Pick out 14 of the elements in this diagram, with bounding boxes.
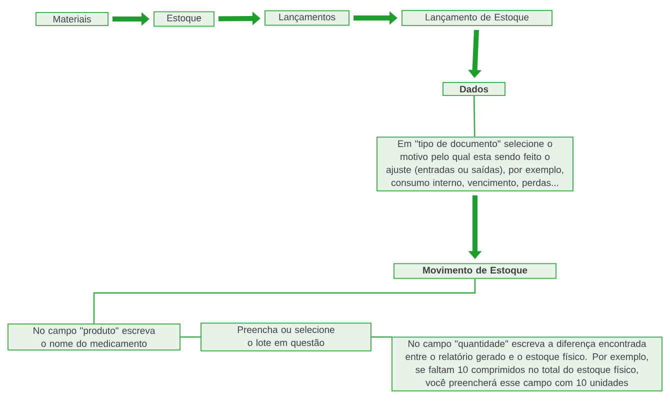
text-box: No campo "quantidade" escreva a diferença encontrada entre o relatório gerado e o estoque físico. Por exemplo, se faltam 10 comprimidos no total do estoque físico, você preencherá esse campo com 10 unidades bbox=[392, 336, 662, 392]
text-box: No campo "produto" escreva o nome do medicamento bbox=[8, 324, 180, 350]
text-box: Lançamento de Estoque bbox=[402, 10, 552, 26]
connector-line bbox=[93, 278, 476, 324]
text-box: Em "tipo de documento" selecione o motivo pelo qual esta sendo feito o ajuste (entradas ou saídas), por exemplo, consumo interno, vencimento, perdas... bbox=[376, 136, 574, 192]
text-box: Preencha ou selecione o lote em questão bbox=[200, 322, 372, 352]
text-box: Materiais bbox=[36, 12, 108, 26]
connector-line bbox=[180, 336, 200, 338]
text-box: Dados bbox=[442, 82, 506, 96]
text-box: Movimento de Estoque bbox=[394, 263, 556, 279]
connector-line bbox=[372, 336, 392, 338]
text-box: Estoque bbox=[154, 11, 214, 27]
connector-line bbox=[473, 96, 476, 137]
text-box: Lançamentos bbox=[264, 10, 350, 26]
